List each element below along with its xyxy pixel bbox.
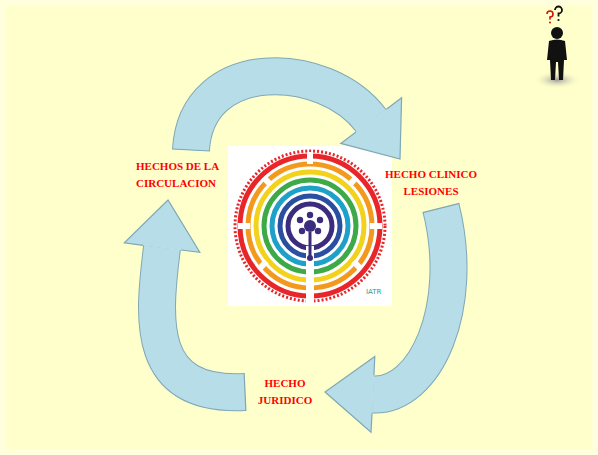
cycle-arrow	[172, 76, 402, 159]
labyrinth-image	[228, 146, 392, 306]
thinking-person-icon	[533, 7, 581, 90]
stage-label: HECHOS DE LA CIRCULACION	[136, 158, 236, 192]
cycle-arrow	[325, 203, 459, 432]
cycle-stage: HECHOS DE LA CIRCULACION	[136, 158, 236, 192]
stage-label: HECHO JURIDICO	[253, 375, 317, 409]
cycle-arrow	[124, 200, 246, 411]
slide-ground	[6, 6, 592, 449]
cycle-stage: HECHO JURIDICO	[253, 375, 317, 409]
stage-label: HECHO CLINICO LESIONES	[375, 166, 487, 200]
logo-watermark: IATR	[366, 288, 381, 296]
cycle-stage: HECHO CLINICO LESIONES	[375, 166, 487, 200]
